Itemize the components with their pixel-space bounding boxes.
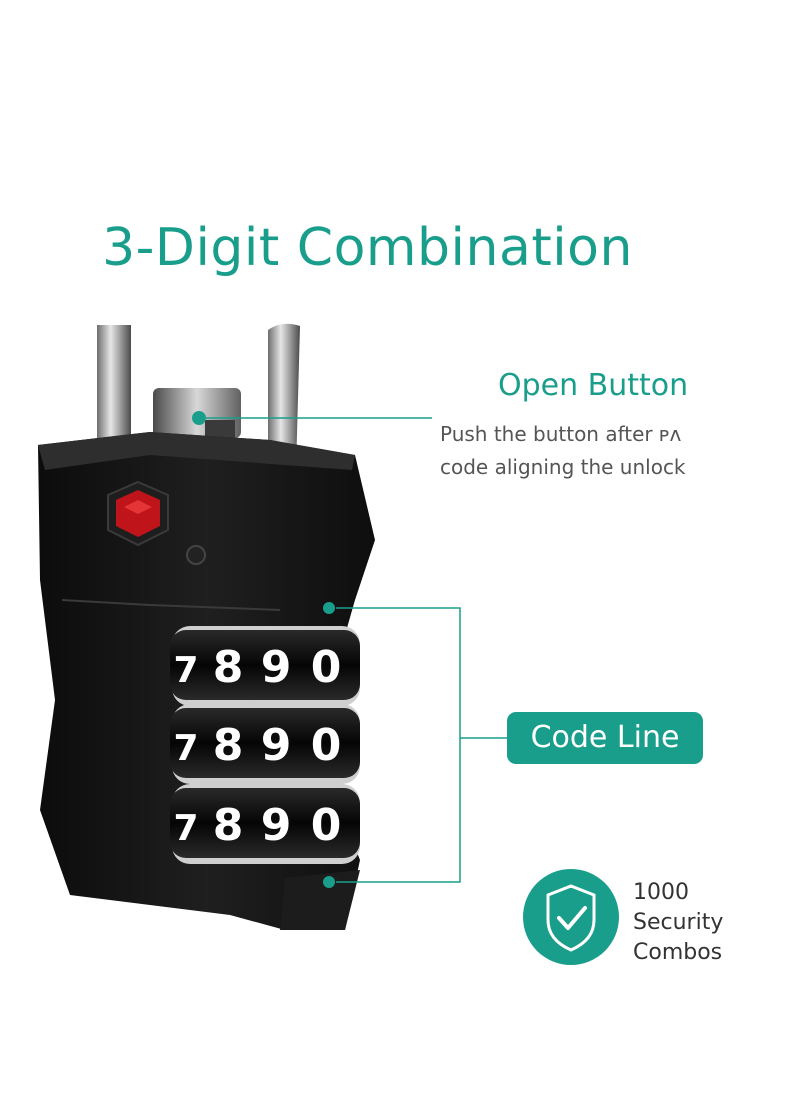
open-button-desc-line2: code aligning the unlock xyxy=(440,455,686,479)
security-combos-text: 1000 Security Combos xyxy=(633,878,723,968)
code-line-top-dot xyxy=(323,602,335,614)
dial-digit: 8 xyxy=(213,642,244,693)
dial-digit: 0 xyxy=(311,642,342,693)
dial-digit: 7 xyxy=(173,650,198,691)
combos-count: 1000 xyxy=(633,880,689,905)
dial-digit: 9 xyxy=(261,642,292,693)
dial-digit: 9 xyxy=(261,720,292,771)
red-diamond-indicator xyxy=(107,480,206,565)
open-button-desc-line1: Push the button after xyxy=(440,422,660,446)
open-button-desc-line1-suffix: ᴘʌ xyxy=(659,422,682,446)
page-title: 3-Digit Combination xyxy=(102,218,633,278)
code-line-bracket xyxy=(336,607,507,883)
shield-check-icon xyxy=(523,869,619,965)
open-button-description: Push the button after ᴘʌ code aligning t… xyxy=(440,418,740,484)
dial-digit: 9 xyxy=(261,800,292,851)
dial-digit: 7 xyxy=(173,808,198,849)
code-line-bottom-dot xyxy=(323,876,335,888)
dial-digit: 8 xyxy=(213,800,244,851)
open-button-title: Open Button xyxy=(498,368,689,403)
combos-line2: Security xyxy=(633,910,724,935)
dial-digit: 8 xyxy=(213,720,244,771)
cable-shackle xyxy=(97,323,300,470)
dial-digit: 0 xyxy=(311,800,342,851)
dial-digit: 0 xyxy=(311,720,342,771)
open-button-callout xyxy=(192,411,432,425)
code-line-label: Code Line xyxy=(507,712,703,764)
combos-line3: Combos xyxy=(633,940,723,965)
dial-digit: 7 xyxy=(173,728,198,769)
